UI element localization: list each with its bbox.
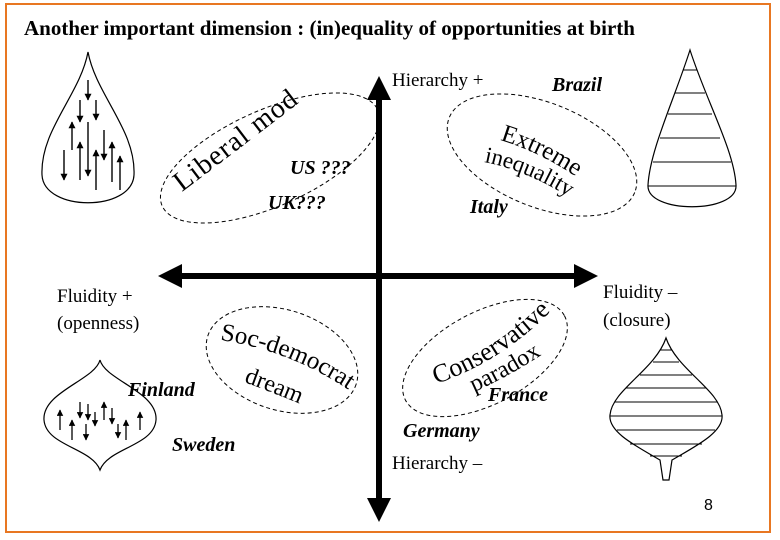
hierarchy-plus-label: Hierarchy + xyxy=(392,70,483,92)
country-us: US ??? xyxy=(290,157,351,180)
country-sweden: Sweden xyxy=(172,434,235,457)
openness-label: (openness) xyxy=(57,313,139,335)
brazil-stratified-icon xyxy=(648,50,736,207)
page-number: 8 xyxy=(704,497,713,515)
fluidity-plus-label: Fluidity + xyxy=(57,286,133,308)
country-france: France xyxy=(488,384,548,407)
country-uk: UK??? xyxy=(268,192,326,215)
country-italy: Italy xyxy=(470,196,508,219)
country-germany: Germany xyxy=(403,420,480,443)
liberal-model-ellipse xyxy=(143,66,398,250)
closure-label: (closure) xyxy=(603,310,671,332)
scandinavian-onion-icon xyxy=(44,360,156,470)
country-finland: Finland xyxy=(128,379,195,402)
socdem-label-line2: dream xyxy=(242,363,308,409)
fluidity-minus-label: Fluidity – xyxy=(603,282,677,304)
liberal-teardrop-icon xyxy=(42,52,134,203)
continental-spinning-top-icon xyxy=(610,338,722,480)
country-brazil: Brazil xyxy=(552,74,602,97)
liberal-model-label: Liberal model xyxy=(0,0,304,198)
hierarchy-minus-label: Hierarchy – xyxy=(392,453,482,475)
